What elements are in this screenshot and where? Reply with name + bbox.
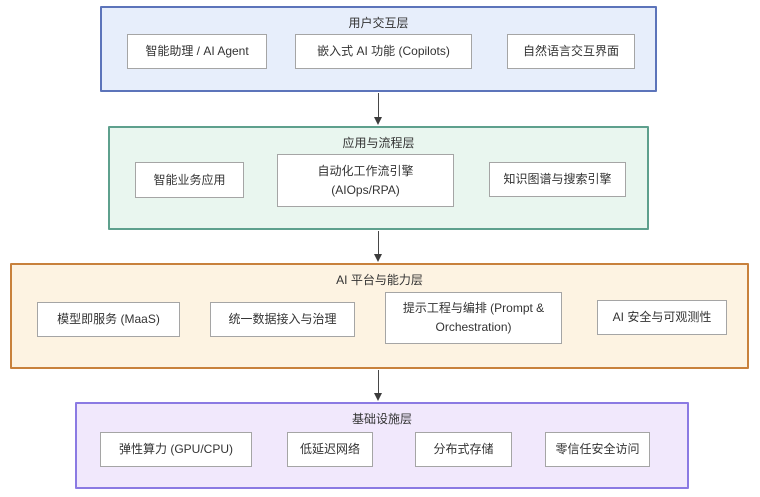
node-maas: 模型即服务 (MaaS) [37, 302, 180, 337]
node-natural-language-ui: 自然语言交互界面 [507, 34, 635, 69]
layer-ai-platform-capability-title: AI 平台与能力层 [336, 273, 423, 287]
layer-infrastructure-title: 基础设施层 [351, 412, 412, 426]
node-embedded-ai-copilots: 嵌入式 AI 功能 (Copilots) [295, 34, 472, 69]
connector-arrow-2 [374, 231, 383, 262]
layer-user-interaction: 用户交互层 智能助理 / AI Agent 嵌入式 AI 功能 (Copilot… [100, 6, 657, 92]
node-intelligent-business-apps: 智能业务应用 [135, 162, 244, 198]
arrow-shaft [378, 93, 379, 118]
node-distributed-storage: 分布式存储 [415, 432, 512, 467]
node-prompt-engineering-orchestration: 提示工程与编排 (Prompt & Orchestration) [385, 292, 562, 344]
layer-ai-platform-capability: AI 平台与能力层 模型即服务 (MaaS) 统一数据接入与治理 提示工程与编排… [10, 263, 749, 369]
layer-application-process: 应用与流程层 智能业务应用 自动化工作流引擎 (AIOps/RPA) 知识图谱与… [108, 126, 649, 230]
layer-application-process-title: 应用与流程层 [342, 136, 415, 150]
layer-infrastructure: 基础设施层 弹性算力 (GPU/CPU) 低延迟网络 分布式存储 零信任安全访问 [75, 402, 689, 489]
connector-arrow-1 [374, 93, 383, 125]
node-zero-trust-access: 零信任安全访问 [545, 432, 650, 467]
node-low-latency-network: 低延迟网络 [287, 432, 373, 467]
node-elastic-compute: 弹性算力 (GPU/CPU) [100, 432, 252, 467]
node-ai-security-observability: AI 安全与可观测性 [597, 300, 727, 335]
node-automation-workflow-engine: 自动化工作流引擎 (AIOps/RPA) [277, 154, 454, 207]
node-ai-assistant-agent: 智能助理 / AI Agent [127, 34, 267, 69]
arrow-shaft [378, 370, 379, 394]
arrow-head-icon [374, 393, 382, 401]
arrow-head-icon [374, 117, 382, 125]
connector-arrow-3 [374, 370, 383, 401]
arrow-head-icon [374, 254, 382, 262]
arrow-shaft [378, 231, 379, 255]
layer-user-interaction-title: 用户交互层 [348, 16, 409, 30]
node-unified-data-access-governance: 统一数据接入与治理 [210, 302, 355, 337]
node-knowledge-graph-search: 知识图谱与搜索引擎 [489, 162, 626, 197]
